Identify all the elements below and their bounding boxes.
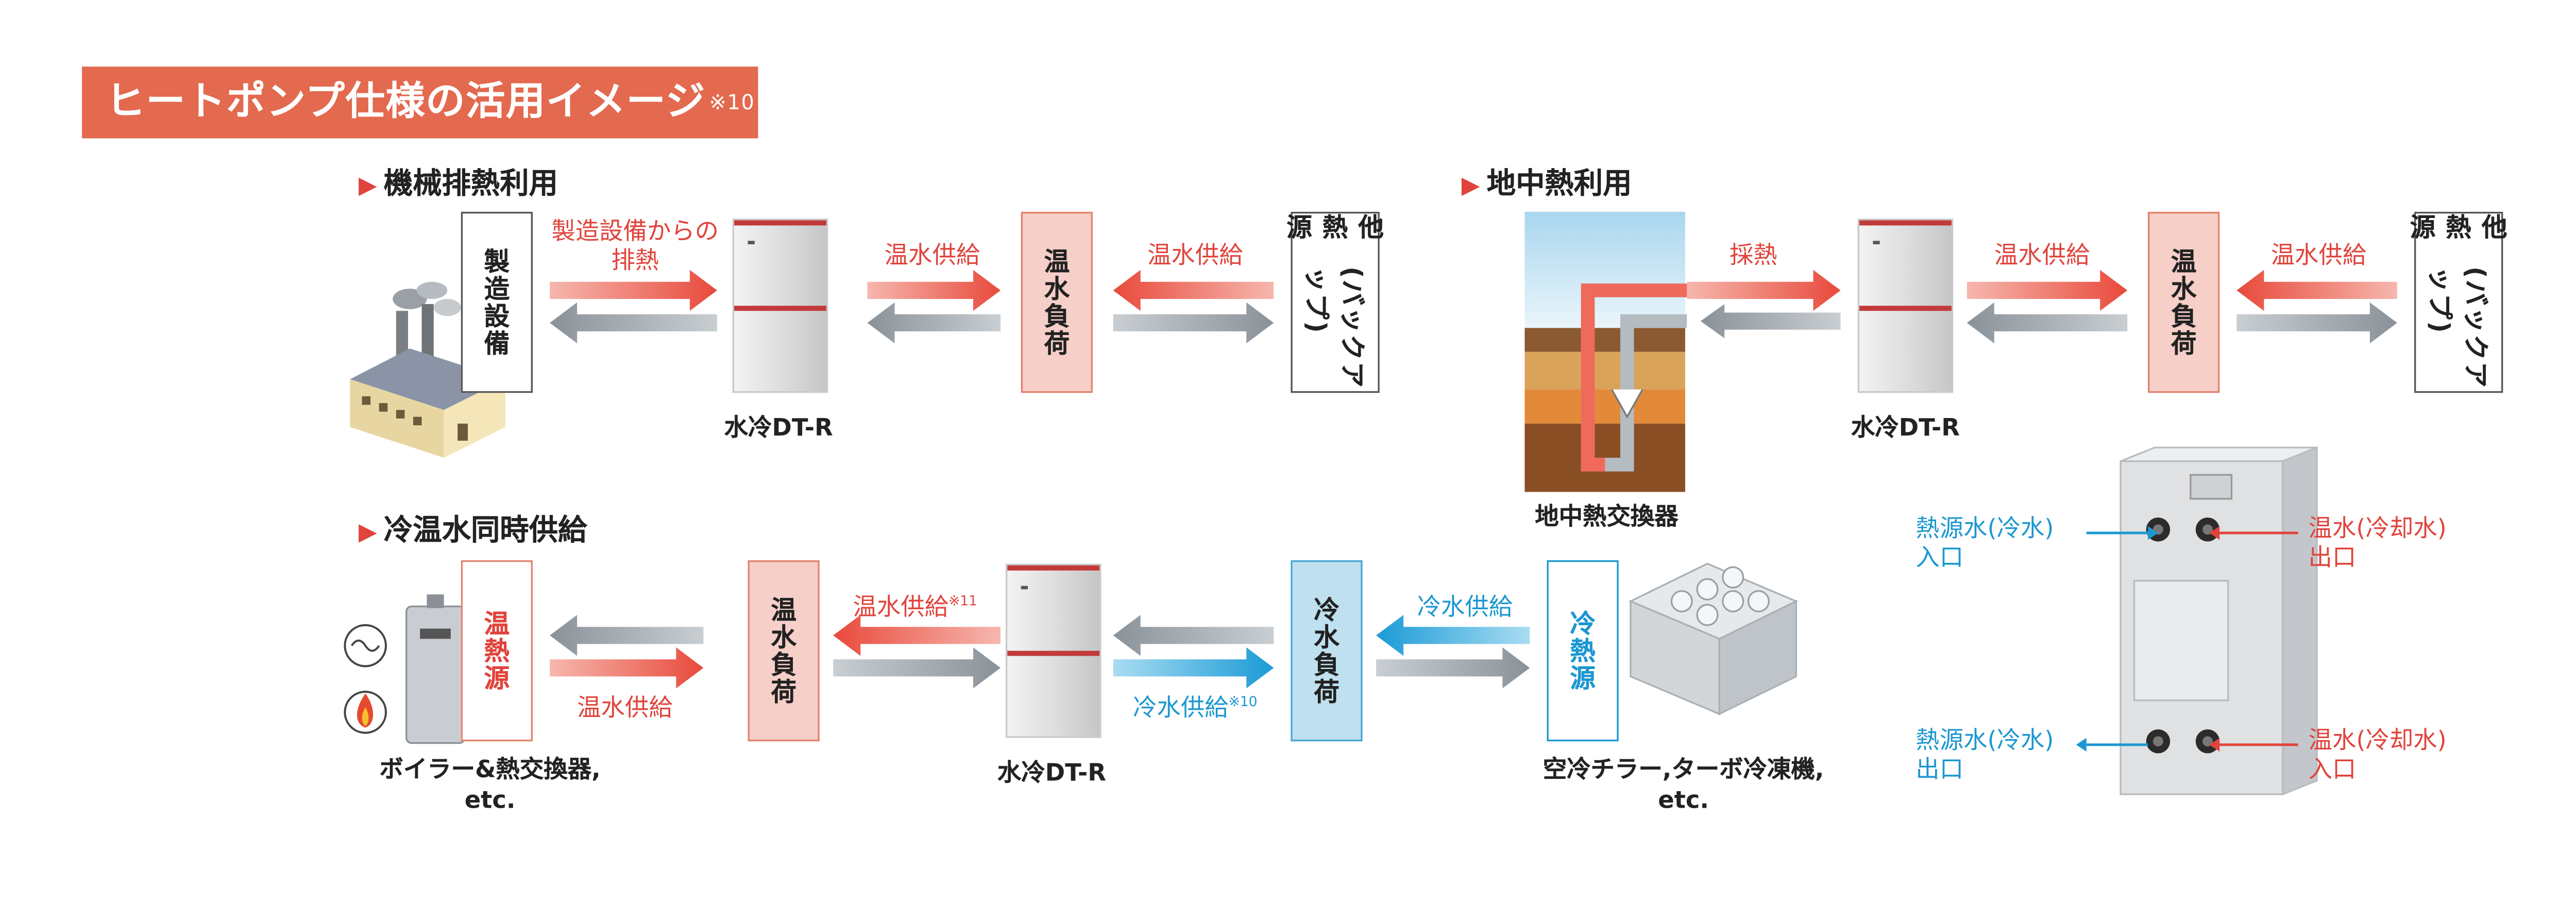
backup-source-paren: (バックアップ) bbox=[1301, 266, 1368, 390]
arrow-collect-hot bbox=[1687, 270, 1841, 311]
port-label-line: 入口 bbox=[2308, 757, 2357, 784]
page-title: ヒートポンプ仕様の活用イメージ bbox=[106, 80, 706, 125]
port-label-source-in: 熱源水(冷水)入口 bbox=[1916, 516, 2054, 574]
arrow-unit-to-coldload bbox=[1113, 647, 1274, 689]
label-hot-supply: 温水供給 bbox=[1994, 242, 2090, 270]
triangle-marker-icon: ▶ bbox=[1461, 172, 1480, 200]
port-label-line: 入口 bbox=[1916, 545, 1964, 573]
backup-source-box: 他熱源 (バックアップ) bbox=[1283, 211, 1385, 393]
backup-source-label: 他熱源 bbox=[1283, 213, 1386, 241]
caption-chiller: 空冷チラー,ターボ冷凍機, etc. bbox=[1516, 755, 1851, 816]
caption-unit: 水冷DT-R bbox=[997, 760, 1107, 788]
load-box-hot-water: 温水負荷 bbox=[748, 560, 820, 742]
caption-ground-exchanger: 地中熱交換器 bbox=[1535, 504, 1679, 531]
caption-chiller-line1: 空冷チラー,ターボ冷凍機, bbox=[1543, 757, 1824, 784]
section-title-text: 機械排熱利用 bbox=[383, 167, 558, 202]
label-hot-supply: 温水供給 bbox=[1147, 242, 1243, 270]
triangle-marker-icon: ▶ bbox=[358, 519, 377, 547]
page-title-banner: ヒートポンプ仕様の活用イメージ※10 bbox=[82, 66, 758, 139]
port-label-line: 出口 bbox=[2308, 545, 2357, 573]
caption-boiler: ボイラー&熱交換器, etc. bbox=[352, 755, 629, 816]
port-label-line: 熱源水(冷水) bbox=[1916, 727, 2054, 755]
arrow-supply-hot bbox=[867, 270, 1001, 311]
arrow-backup-grey bbox=[2236, 302, 2397, 344]
heatpump-unit-icon bbox=[1005, 563, 1101, 738]
caption-unit: 水冷DT-R bbox=[1851, 415, 1960, 443]
arrow-hotsource-supply bbox=[550, 647, 704, 689]
chiller-icon bbox=[1628, 562, 1799, 715]
section-title-machine: ▶機械排熱利用 bbox=[359, 159, 558, 202]
port-label-source-out: 熱源水(冷水)出口 bbox=[1916, 728, 2054, 786]
arrow-exhaust-hot bbox=[550, 270, 717, 311]
ground-heat-exchanger-illustration bbox=[1524, 211, 1687, 492]
section-title-ground: ▶地中熱利用 bbox=[1462, 159, 1632, 202]
triangle-marker-icon: ▶ bbox=[358, 172, 377, 200]
factory-icon bbox=[350, 281, 505, 458]
backup-source-label: 他熱源 bbox=[2406, 213, 2509, 241]
heatpump-unit-icon bbox=[732, 219, 828, 393]
arrow-backup-grey bbox=[1113, 302, 1274, 344]
source-box-manufacturing: 製造設備 bbox=[461, 211, 533, 393]
arrow-coldsource-return bbox=[1376, 647, 1530, 689]
port-label-hot-in: 温水(冷却水)入口 bbox=[2309, 728, 2447, 786]
arrow-coldload-return bbox=[1113, 615, 1274, 656]
boiler-icon bbox=[405, 594, 466, 744]
note-10: ※10 bbox=[1228, 694, 1258, 710]
label-hot-supply-note: 温水供給※11 bbox=[826, 589, 1004, 623]
section-title-text: 地中熱利用 bbox=[1486, 167, 1632, 202]
heatpump-unit-icon bbox=[1857, 219, 1954, 393]
arrow-hotsource-return bbox=[550, 615, 704, 656]
backup-source-paren: (バックアップ) bbox=[2424, 266, 2492, 390]
label-cold-supply-note: 冷水供給※10 bbox=[1106, 690, 1284, 724]
port-label-line: 温水(冷却水) bbox=[2308, 515, 2447, 543]
source-box-hot: 温熱源 bbox=[461, 560, 533, 742]
load-box-cold-water: 冷水負荷 bbox=[1291, 560, 1363, 742]
arrow-hotload-return bbox=[833, 647, 1001, 689]
label-hot-supply: 温水供給 bbox=[2270, 242, 2367, 270]
label-hot-supply: 温水供給 bbox=[577, 695, 673, 723]
steam-icon bbox=[344, 624, 387, 667]
backup-source-box: 他熱源 (バックアップ) bbox=[2406, 211, 2509, 393]
caption-boiler-line2: etc. bbox=[464, 787, 516, 815]
caption-chiller-line2: etc. bbox=[1658, 787, 1709, 815]
label-exhaust-line1: 製造設備からの bbox=[551, 219, 719, 246]
note-11: ※11 bbox=[948, 593, 978, 609]
label-cold-supply: 冷水供給 bbox=[1417, 594, 1513, 622]
arrow-return-grey bbox=[550, 302, 717, 344]
arrow-return-grey bbox=[867, 302, 1001, 344]
label-heat-collection: 採熱 bbox=[1730, 242, 1777, 270]
arrow-return-grey bbox=[1967, 302, 2128, 344]
arrow-backup-hot bbox=[1113, 270, 1274, 311]
title-note: ※10 bbox=[709, 90, 755, 115]
port-label-line: 熱源水(冷水) bbox=[1916, 515, 2054, 543]
arrow-ground-return bbox=[1700, 304, 1841, 339]
arrow-supply-hot bbox=[1967, 270, 2128, 311]
arrow-unit-to-hotload bbox=[833, 615, 1001, 656]
fire-icon bbox=[344, 691, 387, 734]
arrow-coldsource-supply bbox=[1376, 615, 1530, 656]
arrow-backup-hot bbox=[2236, 270, 2397, 311]
large-unit-illustration bbox=[2076, 446, 2318, 796]
section-title-dual: ▶冷温水同時供給 bbox=[359, 506, 587, 548]
label-exhaust: 製造設備からの排熱 bbox=[539, 219, 731, 277]
caption-boiler-line1: ボイラー&熱交換器, bbox=[379, 757, 601, 784]
load-box-hot-water: 温水負荷 bbox=[1021, 211, 1093, 393]
label-exhaust-line2: 排熱 bbox=[611, 247, 659, 275]
port-label-line: 温水(冷却水) bbox=[2308, 727, 2447, 755]
label-hot-supply: 温水供給 bbox=[884, 242, 980, 270]
section-title-text: 冷温水同時供給 bbox=[383, 514, 587, 548]
caption-unit: 水冷DT-R bbox=[724, 415, 833, 443]
load-box-hot-water: 温水負荷 bbox=[2148, 211, 2220, 393]
source-box-cold: 冷熱源 bbox=[1547, 560, 1619, 742]
label-hot-supply-text: 温水供給 bbox=[853, 594, 949, 622]
label-cold-supply-text: 冷水供給 bbox=[1132, 695, 1229, 723]
port-label-hot-out: 温水(冷却水)出口 bbox=[2309, 516, 2447, 574]
port-label-line: 出口 bbox=[1916, 757, 1964, 784]
